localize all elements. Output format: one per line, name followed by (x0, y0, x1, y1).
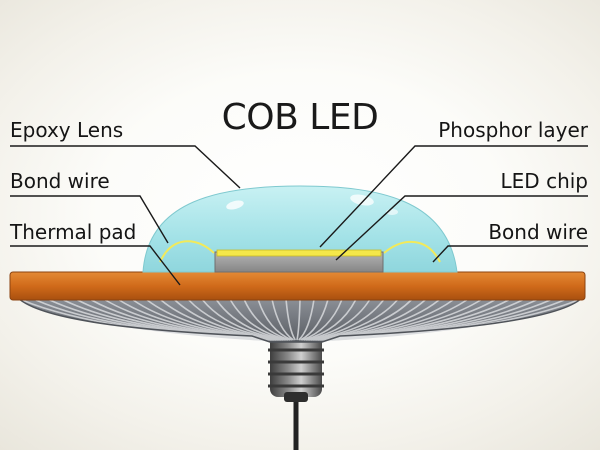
leader-lines (10, 145, 588, 286)
thermal-pad-shape (9, 271, 586, 301)
label-bond-wire-left: Bond wire (10, 169, 110, 193)
label-bond-wire-right: Bond wire (488, 220, 588, 244)
heat-sink (17, 297, 583, 343)
label-led-chip: LED chip (500, 169, 588, 193)
phosphor-layer-shape (216, 249, 382, 257)
diagram-title: COB LED (221, 97, 379, 138)
bond-wire-left-shape (159, 240, 215, 263)
label-epoxy-lens: Epoxy Lens (10, 118, 124, 142)
label-thermal-pad: Thermal pad (10, 220, 137, 244)
bond-wire-right-shape (383, 240, 441, 263)
label-phosphor-layer: Phosphor layer (438, 118, 588, 142)
